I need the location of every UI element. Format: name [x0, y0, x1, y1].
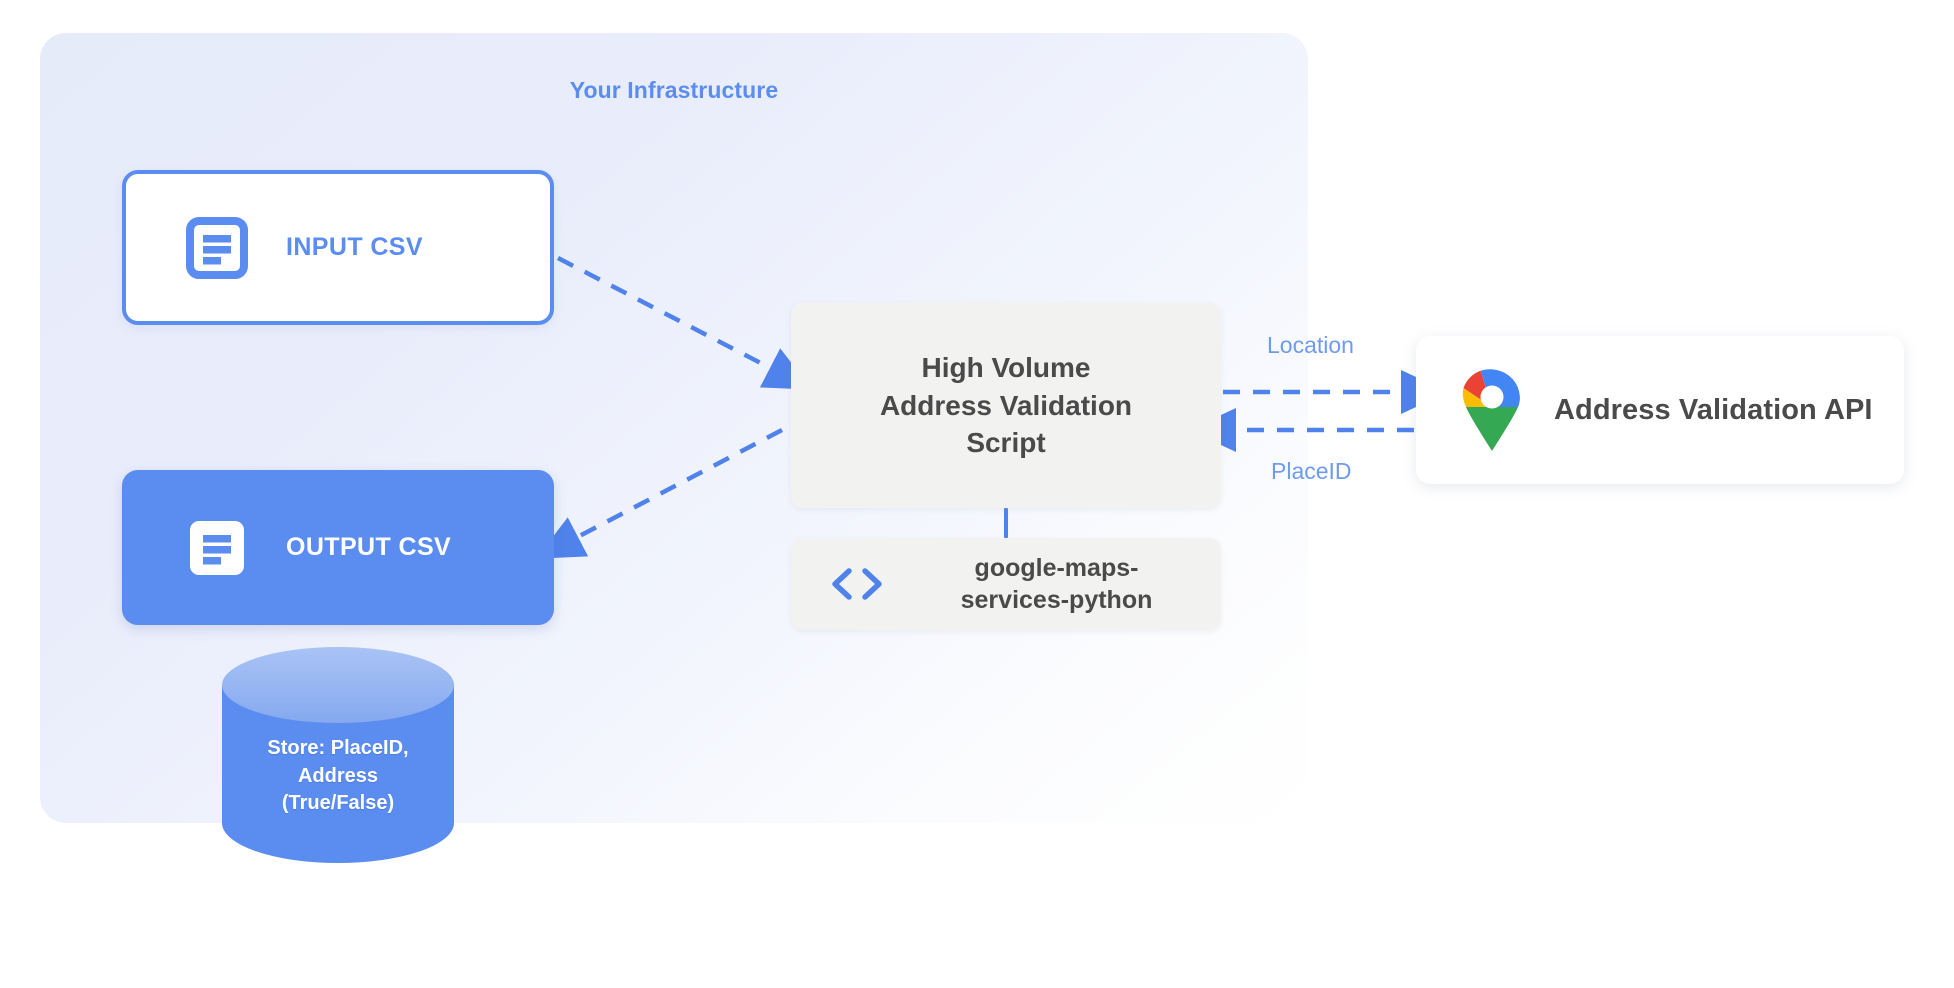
database-node[interactable]: Store: PlaceID, Address (True/False) — [216, 645, 460, 863]
edge-label-placeid: PlaceID — [1271, 458, 1352, 484]
library-label: google-maps- services-python — [908, 552, 1221, 616]
script-line-1: High Volume — [921, 352, 1091, 384]
document-icon — [186, 216, 248, 279]
address-validation-api-node[interactable]: Address Validation API — [1416, 336, 1904, 484]
input-csv-node[interactable]: INPUT CSV — [122, 170, 554, 325]
library-line-1: google-maps- — [974, 554, 1139, 582]
database-cylinder-icon — [222, 647, 454, 863]
script-label: High Volume Address Validation Script — [880, 349, 1132, 462]
input-csv-label: INPUT CSV — [286, 233, 423, 261]
script-node[interactable]: High Volume Address Validation Script — [791, 303, 1221, 508]
database-line-3: (True/False) — [281, 792, 395, 815]
database-label: Store: PlaceID, Address (True/False) — [216, 735, 460, 818]
library-line-2: services-python — [960, 586, 1153, 614]
output-csv-node[interactable]: OUTPUT CSV — [122, 470, 554, 625]
library-node[interactable]: google-maps- services-python — [791, 538, 1221, 630]
google-maps-pin-icon — [1462, 369, 1520, 451]
database-line-2: Address — [297, 764, 379, 787]
database-line-1: Store: PlaceID, — [267, 737, 409, 759]
document-icon — [190, 520, 244, 575]
code-brackets-icon — [832, 568, 882, 600]
panel-title: Your Infrastructure — [569, 77, 779, 103]
edge-label-location: Location — [1267, 332, 1354, 358]
script-line-2: Address Validation — [879, 389, 1133, 421]
script-line-3: Script — [966, 427, 1046, 459]
api-label: Address Validation API — [1554, 393, 1873, 426]
script-library-connector — [1004, 508, 1008, 538]
output-csv-label: OUTPUT CSV — [286, 533, 452, 561]
